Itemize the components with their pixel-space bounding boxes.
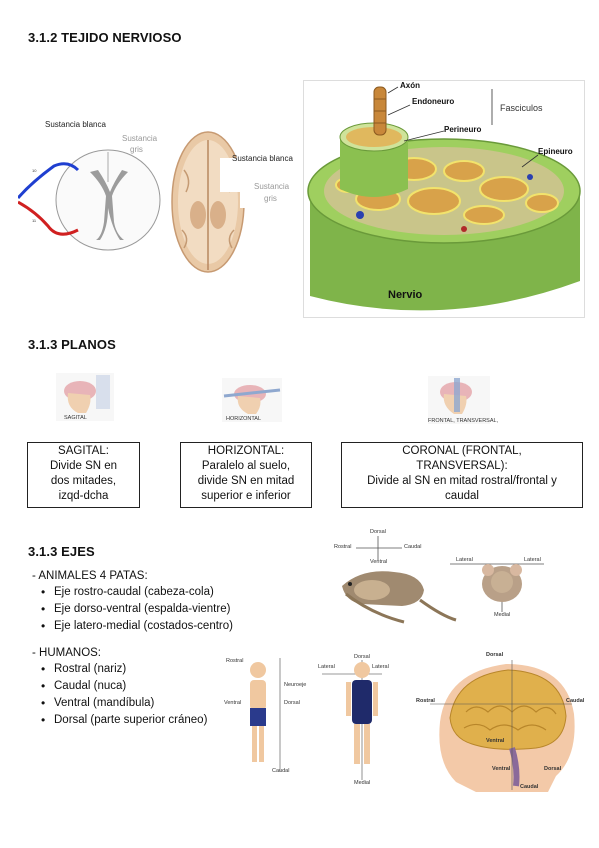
humanos-list: Rostral (nariz) Caudal (nuca) Ventral (m… bbox=[36, 661, 236, 729]
human-axes-figure: Rostral Neuroeje Ventral Dorsal Caudal D… bbox=[222, 652, 392, 790]
head-rostral: Rostral bbox=[416, 698, 435, 704]
head-dorsal-2: Dorsal bbox=[544, 766, 562, 772]
spinal-label-gris-1: Sustancia bbox=[122, 134, 158, 143]
svg-text:10: 10 bbox=[32, 168, 37, 173]
rat-rostral: Rostral bbox=[334, 544, 352, 550]
human-lateral-left: Lateral bbox=[318, 664, 335, 670]
coronal-line-4: caudal bbox=[445, 490, 479, 502]
coronal-plane-image: FRONTAL, TRANSVERSAL, bbox=[428, 376, 498, 424]
section-title-ejes: 3.1.3 EJES bbox=[28, 544, 95, 559]
horizontal-caption: HORIZONTAL bbox=[226, 416, 262, 422]
animales-item-2: Eje dorso-ventral (espalda-vientre) bbox=[36, 601, 266, 618]
sagittal-caption: SAGITAL bbox=[64, 415, 87, 421]
humanos-item-1: Rostral (nariz) bbox=[36, 661, 236, 678]
sagittal-line-1: SAGITAL: bbox=[58, 445, 109, 457]
coronal-line-2: TRANSVERSAL): bbox=[416, 460, 508, 472]
sagittal-line-4: izqd-dcha bbox=[58, 490, 109, 502]
head-ventral-2: Ventral bbox=[492, 766, 511, 772]
horizontal-line-2: Paralelo al suelo, bbox=[201, 460, 291, 472]
human-lateral-right: Lateral bbox=[372, 664, 389, 670]
human-medial: Medial bbox=[354, 780, 371, 786]
svg-text:11: 11 bbox=[32, 218, 37, 223]
brain-label-gris-2: gris bbox=[264, 194, 277, 203]
rat-ventral: Ventral bbox=[370, 559, 388, 565]
human-neuroeje: Neuroeje bbox=[284, 682, 307, 688]
humanos-item-3: Ventral (mandíbula) bbox=[36, 695, 236, 712]
nerve-label-endoneuro: Endoneuro bbox=[412, 97, 455, 106]
head-ventral: Ventral bbox=[486, 738, 505, 744]
human-rostral: Rostral bbox=[226, 658, 244, 664]
humanos-heading: - HUMANOS: bbox=[32, 647, 101, 659]
horizontal-line-4: superior e inferior bbox=[201, 490, 291, 502]
rat-caudal: Caudal bbox=[404, 544, 422, 550]
sagittal-line-3: dos mitades, bbox=[50, 475, 117, 487]
spinal-label-blanca: Sustancia blanca bbox=[45, 120, 106, 129]
rat-medial: Medial bbox=[494, 612, 511, 618]
nerve-figure: Axón Endoneuro Fasciculos Perineuro Epin… bbox=[303, 80, 585, 318]
brain-section-figure: Sustancia blanca Sustancia gris bbox=[168, 120, 298, 280]
animales-item-3: Eje latero-medial (costados-centro) bbox=[36, 618, 266, 635]
rat-axes-figure: Dorsal Rostral Caudal Ventral Lateral La… bbox=[332, 529, 588, 634]
coronal-line-1: CORONAL (FRONTAL, bbox=[402, 445, 522, 457]
nerve-label-epineuro: Epineuro bbox=[538, 147, 573, 156]
rat-lateral-left: Lateral bbox=[456, 557, 473, 563]
coronal-caption: FRONTAL, TRANSVERSAL, bbox=[428, 418, 499, 424]
human-dorsal: Dorsal bbox=[284, 700, 300, 706]
rat-dorsal: Dorsal bbox=[370, 529, 386, 535]
spinal-label-gris-2: gris bbox=[130, 145, 143, 154]
sagittal-box: SAGITAL: Divide SN en dos mitades, izqd-… bbox=[27, 442, 140, 508]
section-title-planos: 3.1.3 PLANOS bbox=[28, 337, 116, 352]
horizontal-box: HORIZONTAL: Paralelo al suelo, divide SN… bbox=[180, 442, 312, 508]
nerve-label-fasciculos: Fasciculos bbox=[500, 103, 543, 113]
coronal-line-3: Divide al SN en mitad rostral/frontal y bbox=[367, 475, 557, 487]
nerve-label-nervio: Nervio bbox=[388, 289, 423, 301]
coronal-box: CORONAL (FRONTAL, TRANSVERSAL): Divide a… bbox=[341, 442, 583, 508]
nerve-label-perineuro: Perineuro bbox=[444, 125, 482, 134]
human-caudal: Caudal bbox=[272, 768, 290, 774]
horizontal-plane-image: HORIZONTAL bbox=[222, 378, 282, 422]
head-dorsal: Dorsal bbox=[486, 652, 504, 658]
spinal-cord-figure: 10 11 Sustancia blanca Sustancia gris bbox=[16, 112, 163, 252]
human-ventral: Ventral bbox=[224, 700, 242, 706]
rat-lateral-right: Lateral bbox=[524, 557, 541, 563]
brain-label-blanca: Sustancia blanca bbox=[232, 154, 293, 163]
animales-list: Eje rostro-caudal (cabeza-cola) Eje dors… bbox=[36, 584, 266, 635]
horizontal-line-1: HORIZONTAL: bbox=[207, 445, 285, 457]
human-front-dorsal: Dorsal bbox=[354, 654, 370, 660]
sagittal-line-2: Divide SN en bbox=[49, 460, 118, 472]
head-brain-figure: Dorsal Rostral Caudal Ventral Ventral Do… bbox=[416, 652, 586, 794]
horizontal-line-3: divide SN en mitad bbox=[197, 475, 295, 487]
animales-heading: - ANIMALES 4 PATAS: bbox=[32, 570, 148, 582]
animales-item-1: Eje rostro-caudal (cabeza-cola) bbox=[36, 584, 266, 601]
humanos-item-2: Caudal (nuca) bbox=[36, 678, 236, 695]
sagittal-plane-image: SAGITAL bbox=[56, 373, 114, 421]
brain-label-gris-1: Sustancia bbox=[254, 182, 290, 191]
section-title-tejido: 3.1.2 TEJIDO NERVIOSO bbox=[28, 30, 182, 45]
head-caudal-2: Caudal bbox=[520, 784, 539, 790]
head-caudal: Caudal bbox=[566, 698, 585, 704]
nerve-label-axon: Axón bbox=[400, 81, 420, 90]
humanos-item-4: Dorsal (parte superior cráneo) bbox=[36, 712, 236, 729]
